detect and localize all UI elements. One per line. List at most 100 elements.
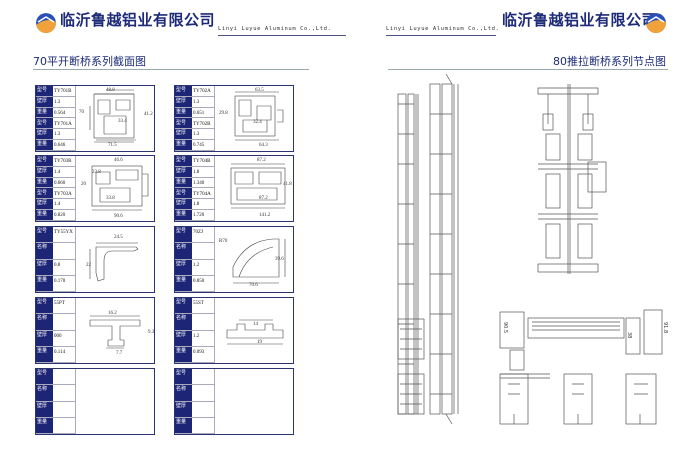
spec-key: 重量 (176, 141, 187, 148)
spec-row: 重量 (36, 418, 75, 434)
drawing-node-bottom-row (499, 373, 657, 425)
label-column (175, 369, 192, 434)
dimension-label: 7.7 (116, 351, 123, 356)
spec-key: 壁厚 (37, 130, 48, 137)
spec-row: 型号 TY702B (175, 119, 214, 130)
company-english-right: Linyi Luyue Aluminum Co.,Ltd. (386, 26, 500, 32)
value-column (53, 156, 76, 221)
spec-key: 名称 (176, 315, 187, 322)
spec-value: 55ST (193, 301, 204, 306)
spec-value: 0.8 (54, 262, 61, 268)
company-name-left: 临沂鲁越铝业有限公司 (60, 11, 216, 29)
spec-row: 名称 (36, 314, 75, 331)
spec-key: 重量 (176, 178, 187, 185)
drawing-node-lower-right (499, 309, 663, 379)
value-column (192, 227, 215, 292)
dimension-label: 33.4 (118, 119, 127, 124)
spec-key: 壁厚 (37, 331, 48, 338)
spec-key: 名称 (176, 386, 187, 393)
spec-value: 1.3 (193, 99, 200, 105)
spec-value: 1.3 (54, 132, 61, 138)
spec-value: TY701A (54, 121, 72, 127)
drawing-node-lower-left (397, 318, 425, 415)
spec-key: 重量 (37, 178, 48, 185)
spec-value: 0.651 (193, 110, 205, 116)
spec-key: 型号 (176, 87, 187, 93)
dimension-label: 87.2 (259, 196, 268, 201)
dimension-label: 90.6 (114, 214, 123, 219)
value-column (192, 86, 215, 151)
spec-key: 壁厚 (176, 130, 187, 137)
label-column (175, 227, 192, 292)
dimension-label: 23.8 (92, 170, 101, 175)
spec-row: 重量 0.745 (175, 140, 214, 151)
spec-key: 型号 (176, 189, 187, 196)
spec-row: 型号 (175, 369, 214, 386)
spec-key: 壁厚 (37, 167, 48, 174)
dimension-label: 32.4 (253, 120, 262, 125)
right-page-title: 80推拉断桥系列节点图 (553, 55, 666, 68)
node-drawing: 90.5 38 91.8 (388, 73, 670, 434)
profile-section-drawing (76, 86, 155, 151)
spec-key: 重量 (176, 211, 187, 218)
header-line-left (218, 35, 346, 36)
profile-section-drawing (215, 86, 294, 151)
label-column (36, 86, 53, 151)
dimension-label: 29.8 (219, 111, 228, 116)
drawing-column-a (397, 93, 419, 415)
drawing-column-b (429, 73, 459, 425)
value-column (192, 369, 215, 434)
spec-key: 壁厚 (176, 97, 187, 104)
value-column (192, 156, 215, 221)
spec-value: TY703A (54, 191, 72, 197)
spec-key: 型号 (37, 157, 48, 163)
dimension-label: 20 (81, 182, 86, 187)
spec-key: 壁厚 (176, 260, 187, 267)
spec-value: TY701B (54, 89, 72, 94)
spec-row: 型号 TY703A (36, 189, 75, 200)
spec-row: 名称 (36, 243, 75, 260)
value-column (53, 298, 76, 363)
spec-value: 1.3 (54, 99, 61, 105)
spec-row: 名称 (175, 314, 214, 331)
spec-value: 1.4 (54, 169, 61, 175)
profile-section-drawing (215, 156, 294, 221)
dimension-label: 46.6 (114, 158, 123, 163)
spec-row: 壁厚 (36, 402, 75, 418)
label-column (36, 156, 53, 221)
label-column (175, 298, 192, 363)
spec-key: 壁厚 (176, 402, 187, 409)
spec-row: 壁厚 (175, 402, 214, 418)
dimension-label: 9.3 (148, 330, 155, 335)
spec-key: 型号 (37, 299, 48, 305)
dimension-label: 64.3 (259, 143, 268, 148)
spec-key: 名称 (37, 386, 48, 393)
spec-value: TY702B (193, 121, 211, 127)
spec-value: 1.4 (54, 202, 61, 208)
dimension-label: 141.2 (259, 213, 271, 218)
spec-key: 型号 (37, 189, 48, 196)
spec-value: 0.745 (193, 143, 205, 149)
spec-key: 型号 (176, 119, 187, 126)
spec-key: 重量 (176, 418, 187, 425)
left-page-title: 70平开断桥系列截面图 (33, 55, 146, 68)
spec-key: 重量 (37, 276, 48, 283)
